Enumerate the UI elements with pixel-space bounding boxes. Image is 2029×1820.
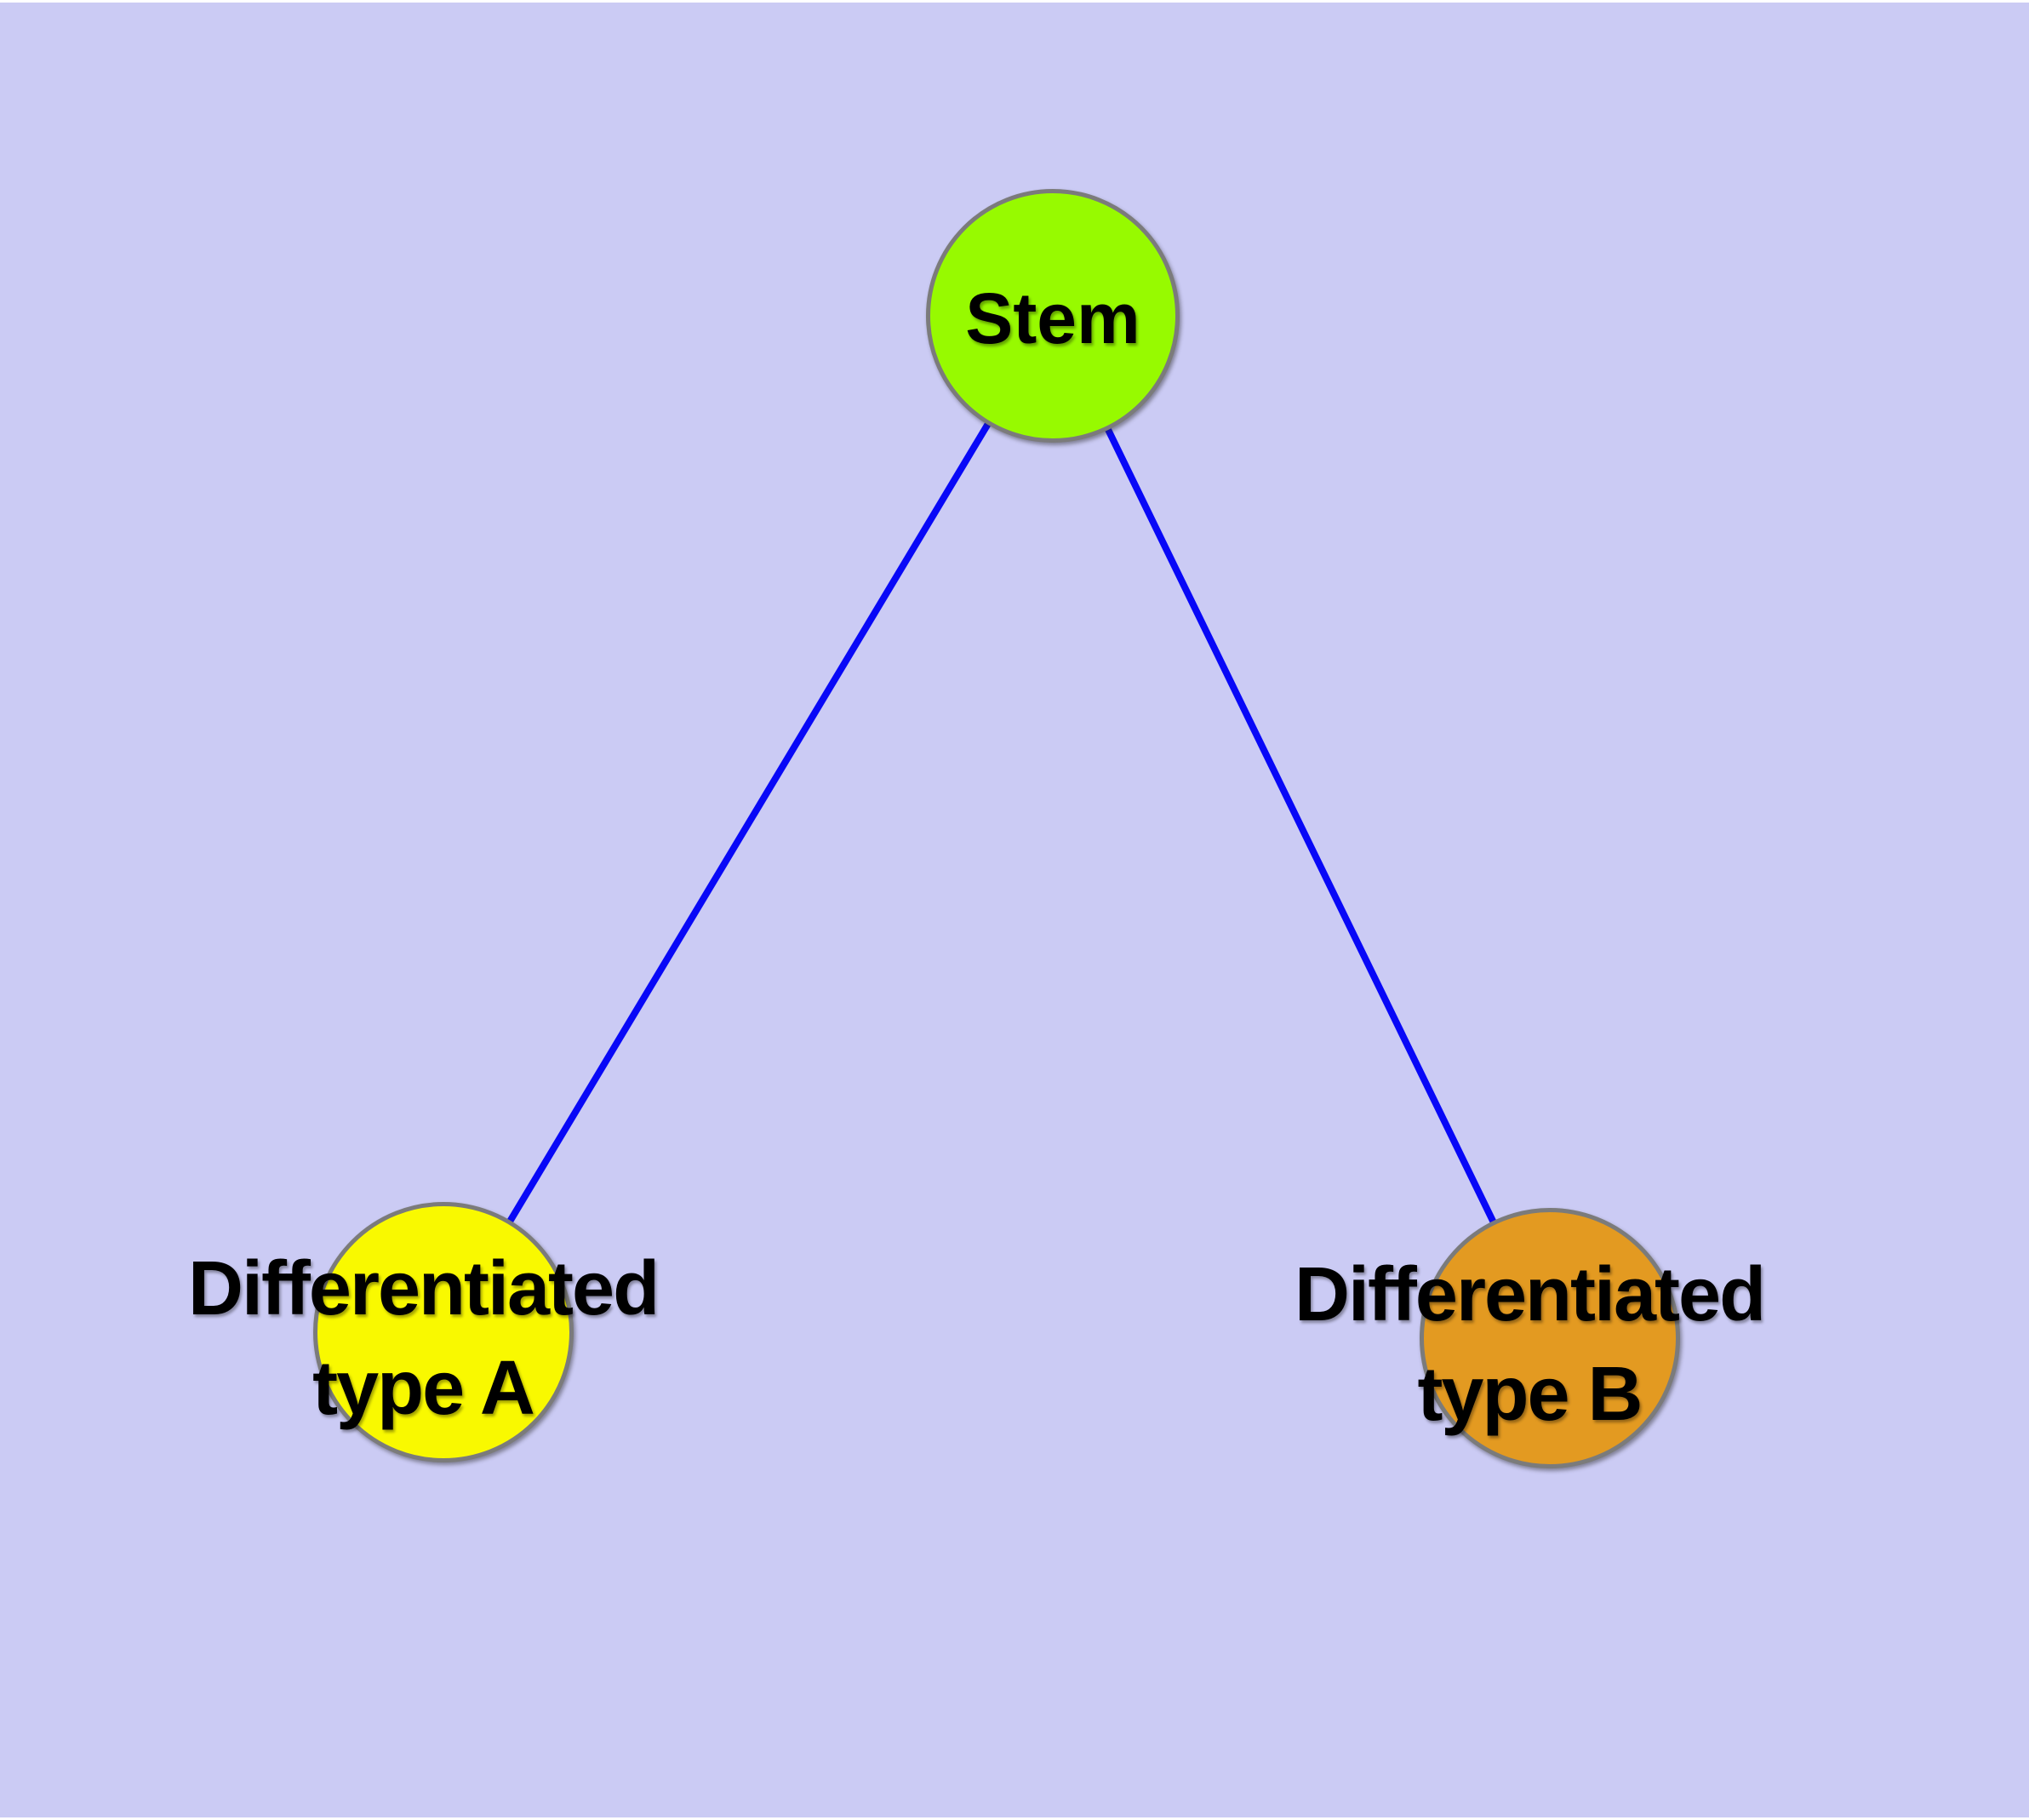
edge-stem-to-type-a[interactable] [440,313,1056,1335]
edge-stem-to-type-b[interactable] [1049,314,1553,1340]
node-stem[interactable]: Stem [926,189,1180,443]
label-a-line1: Differentiated [187,1246,660,1331]
label-a-line2: type A [312,1346,535,1431]
label-b-line2: type B [1417,1352,1643,1437]
node-differentiated-type-a[interactable] [313,1202,574,1462]
node-stem-label: Stem [965,278,1140,358]
node-differentiated-type-a-label: Differentiated type A [187,1239,660,1439]
node-differentiated-type-b-label: Differentiated type B [1294,1245,1766,1445]
label-b-line1: Differentiated [1294,1252,1766,1337]
node-differentiated-type-b[interactable] [1420,1208,1680,1468]
